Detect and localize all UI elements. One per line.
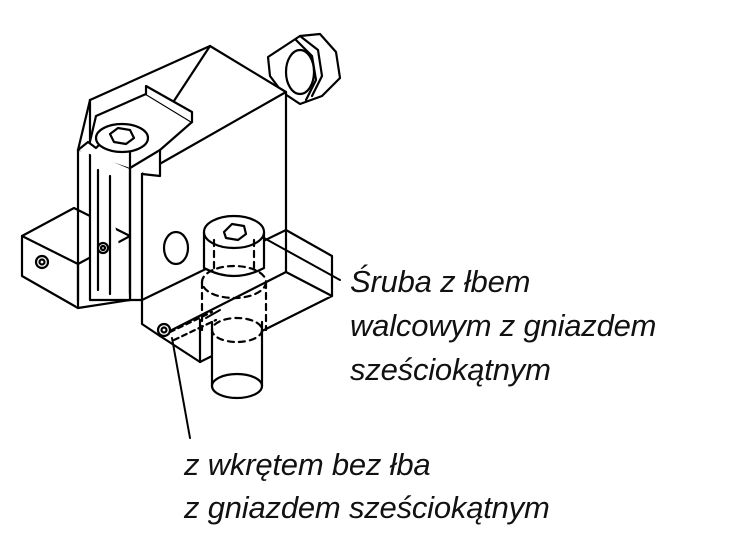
socket-head-screw xyxy=(200,214,268,332)
callout-line-1: Śruba z łbem xyxy=(350,263,530,299)
adjustment-knob xyxy=(266,32,342,106)
callout-socket-head-screw: Śruba z łbem walcowym z gniazdem sześcio… xyxy=(350,263,657,387)
leader-lines xyxy=(171,237,341,439)
rod xyxy=(210,316,264,400)
callout-set-screw: z wkrętem bez łba z gniazdem sześciokątn… xyxy=(183,447,550,525)
callout-line-1: z wkrętem bez łba xyxy=(183,447,430,482)
set-screw xyxy=(168,310,218,342)
clamp-jaw xyxy=(76,84,194,178)
callout-line-2: walcowym z gniazdem xyxy=(350,308,656,343)
callout-line-3: sześciokątnym xyxy=(350,352,551,387)
callout-line-2: z gniazdem sześciokątnym xyxy=(183,490,550,525)
